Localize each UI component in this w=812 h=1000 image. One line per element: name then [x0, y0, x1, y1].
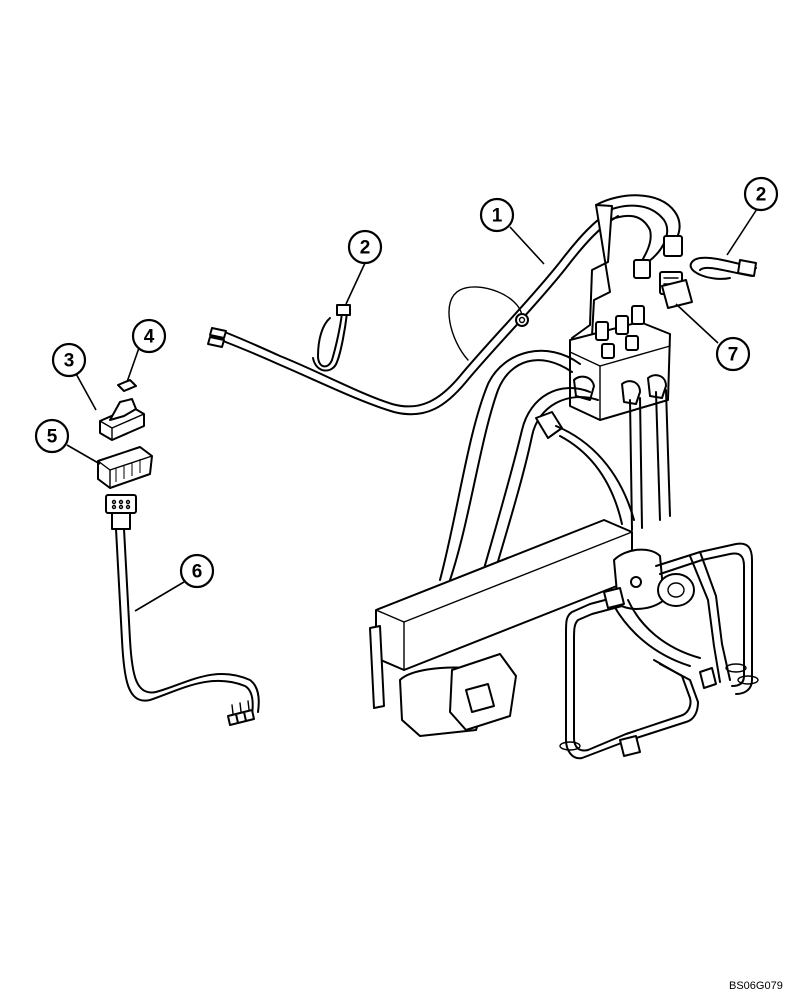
- clip-item-4: [117, 379, 137, 392]
- callout-1: 1: [479, 197, 515, 233]
- callout-label: 2: [756, 185, 767, 206]
- callout-label: 7: [728, 345, 739, 366]
- callout-label: 3: [64, 351, 75, 372]
- callout-3: 3: [51, 342, 87, 378]
- callout-label: 5: [47, 427, 58, 448]
- callout-leaders: [66, 208, 758, 612]
- callout-6: 6: [179, 553, 215, 589]
- rocker-switch-item-3: [99, 398, 145, 441]
- callout-2-left: 2: [347, 229, 383, 265]
- cable-tie-left-item-2: [312, 304, 351, 372]
- switch-housing-item-5: [97, 446, 153, 489]
- callout-label: 6: [192, 562, 203, 583]
- hydraulic-hoses: [439, 349, 671, 597]
- wire-harness-item-6: [105, 494, 260, 726]
- tube-lines: [559, 542, 759, 760]
- reference-code: BS06G079: [729, 980, 783, 992]
- callout-2-right: 2: [743, 176, 779, 212]
- callout-label: 2: [360, 238, 371, 259]
- valve-block: [569, 204, 671, 421]
- callout-7: 7: [715, 336, 751, 372]
- wire-harness-item-1-left: [207, 209, 619, 416]
- cable-tie-right-item-2: [689, 256, 757, 280]
- connector-item-7: [661, 279, 693, 309]
- oil-cooler: [369, 519, 633, 737]
- hydraulic-motor: [613, 548, 695, 610]
- callout-4: 4: [131, 318, 167, 354]
- callout-label: 1: [492, 206, 503, 227]
- callout-label: 4: [144, 327, 155, 348]
- callout-5: 5: [34, 418, 70, 454]
